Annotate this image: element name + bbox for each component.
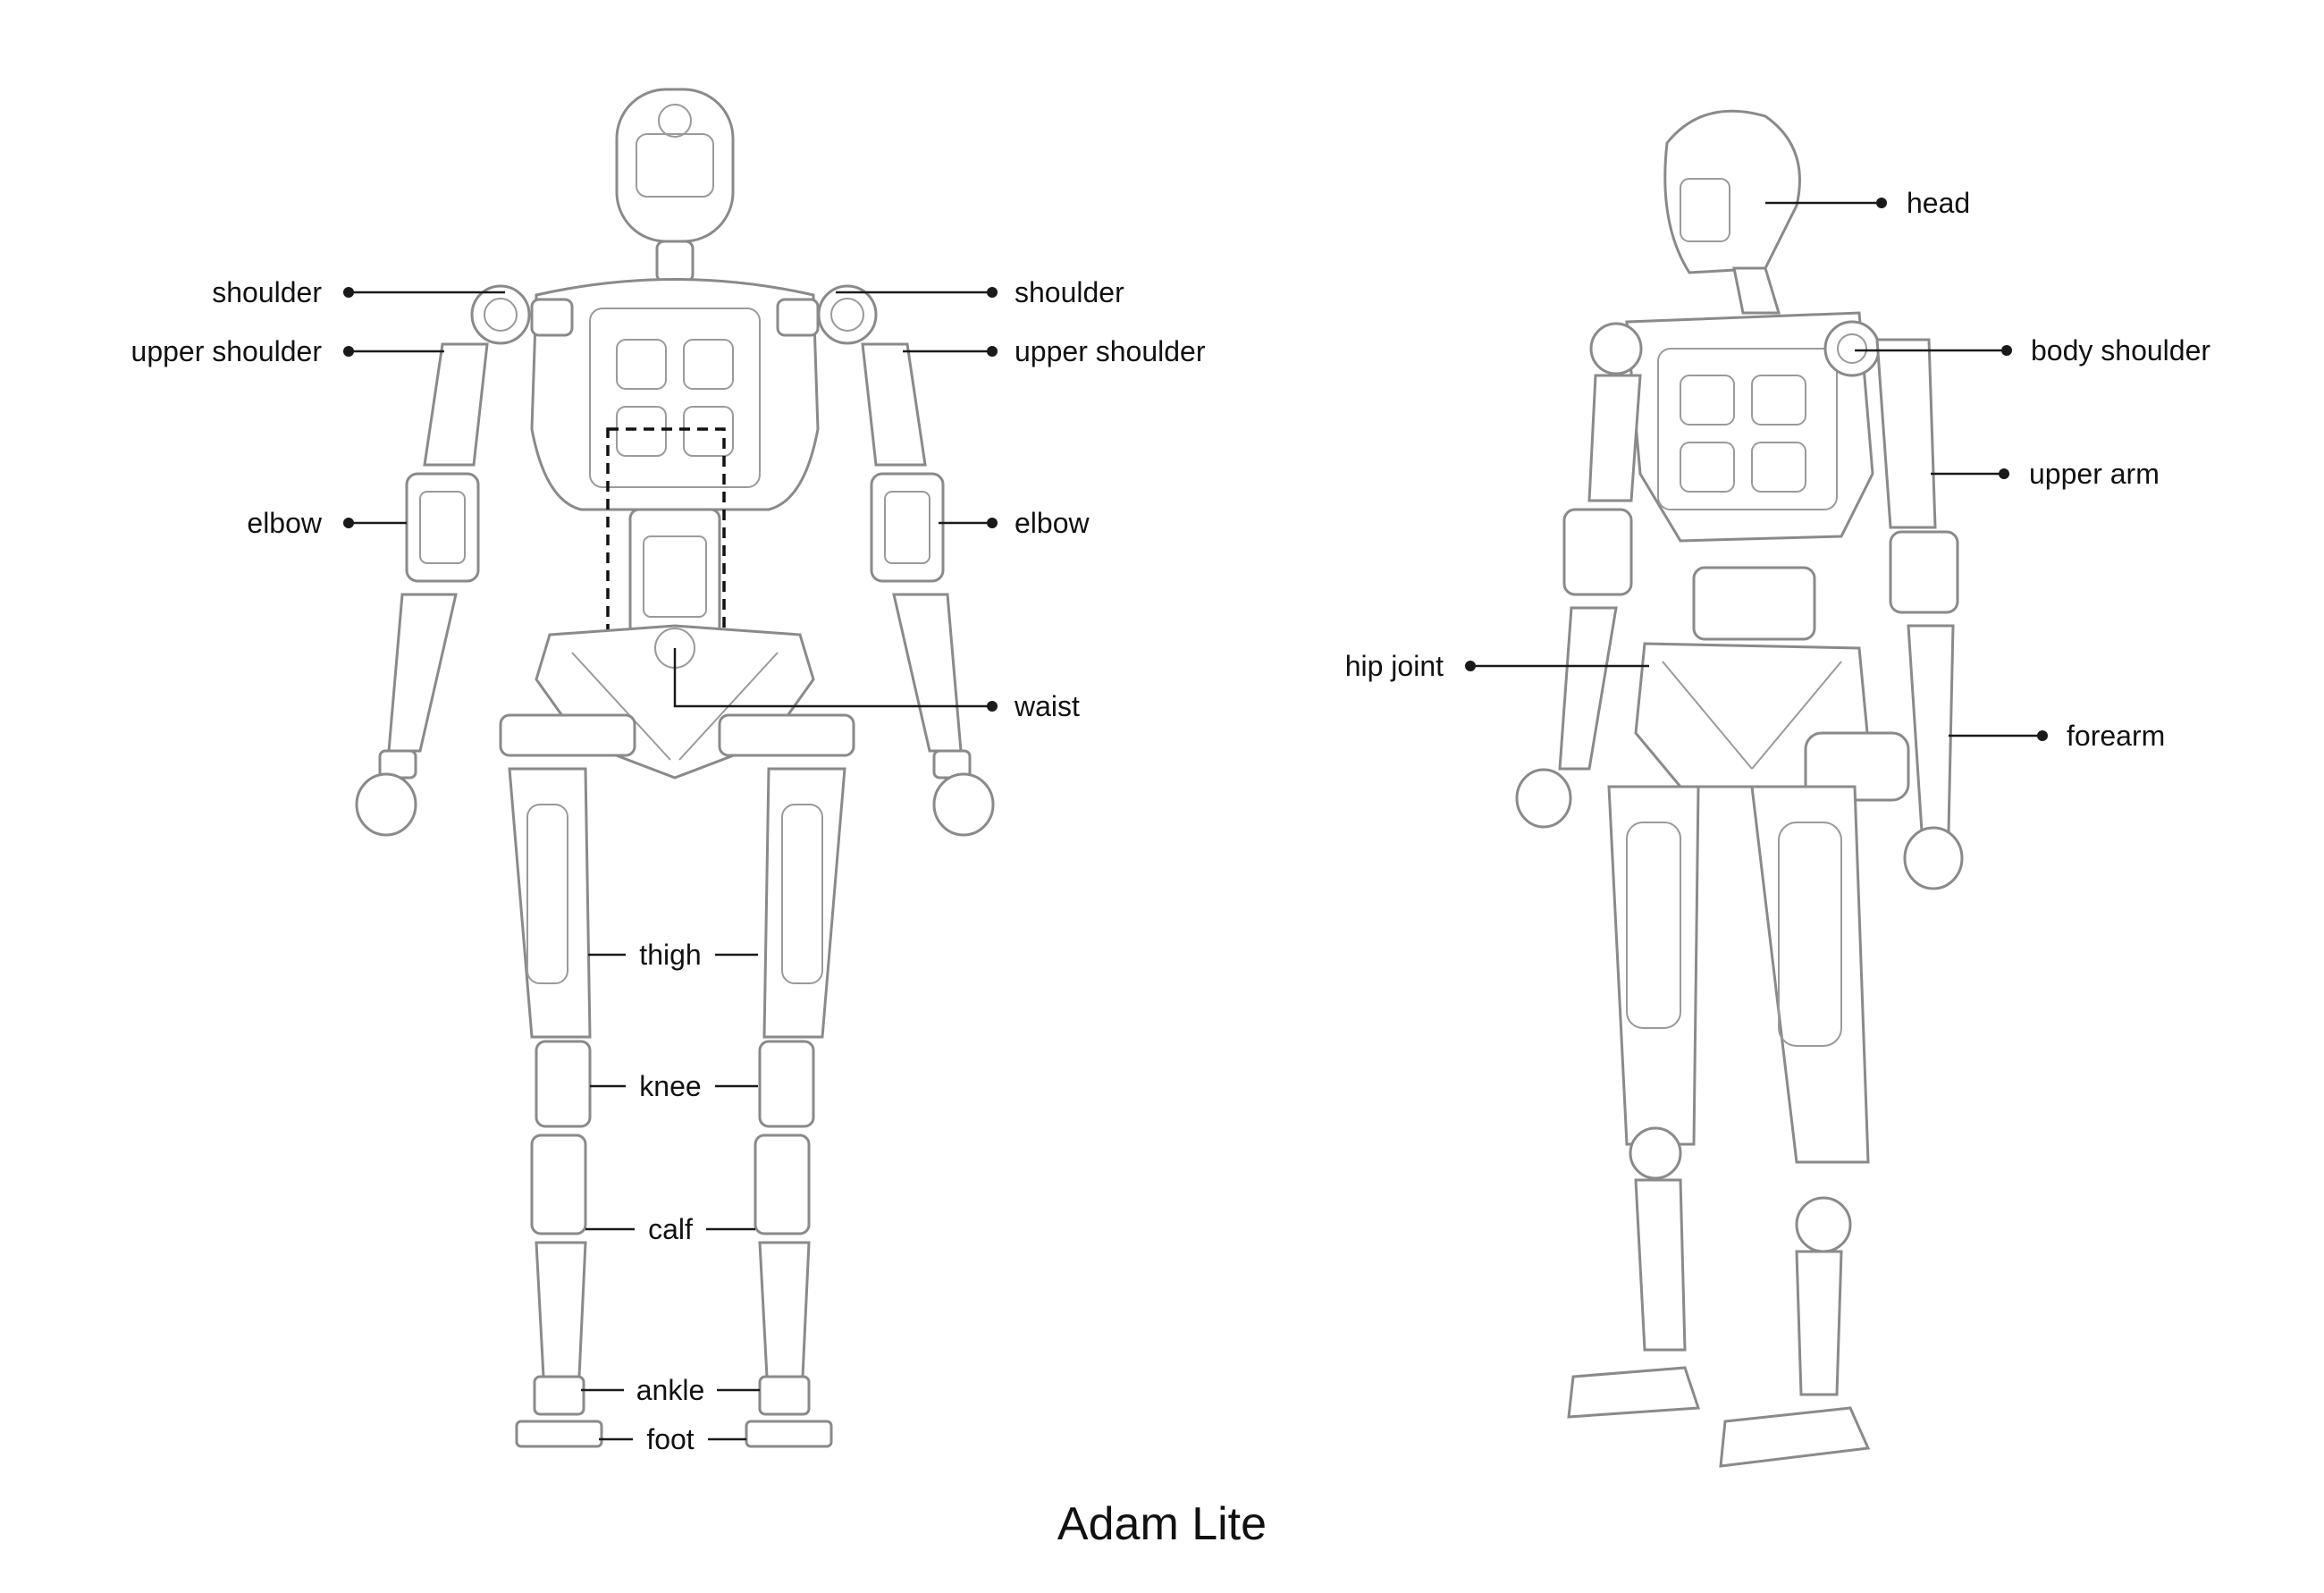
side-leader-lines [1465, 198, 2048, 741]
label-elbow-left: elbow [247, 507, 322, 539]
label-calf: calf [648, 1213, 693, 1245]
label-foot: foot [646, 1423, 695, 1455]
label-forearm: forearm [2067, 720, 2166, 752]
label-shoulder-left: shoulder [212, 276, 322, 308]
label-thigh: thigh [639, 939, 702, 971]
label-upper-shoulder-right: upper shoulder [1015, 335, 1206, 367]
label-shoulder-right: shoulder [1015, 276, 1124, 308]
figure-caption: Adam Lite [1057, 1498, 1267, 1550]
label-waist: waist [1015, 690, 1080, 722]
label-body-shoulder: body shoulder [2031, 334, 2211, 367]
label-elbow-right: elbow [1015, 507, 1090, 539]
label-hip-joint: hip joint [1344, 650, 1444, 682]
front-leader-lines [343, 287, 998, 1441]
label-knee: knee [639, 1070, 702, 1102]
front-robot-drawing [355, 88, 995, 1448]
side-robot-drawing [1515, 109, 1964, 1468]
label-head: head [1907, 187, 1971, 219]
label-upper-shoulder-left: upper shoulder [131, 335, 322, 367]
label-upper-arm: upper arm [2029, 458, 2160, 490]
label-ankle: ankle [636, 1374, 705, 1406]
